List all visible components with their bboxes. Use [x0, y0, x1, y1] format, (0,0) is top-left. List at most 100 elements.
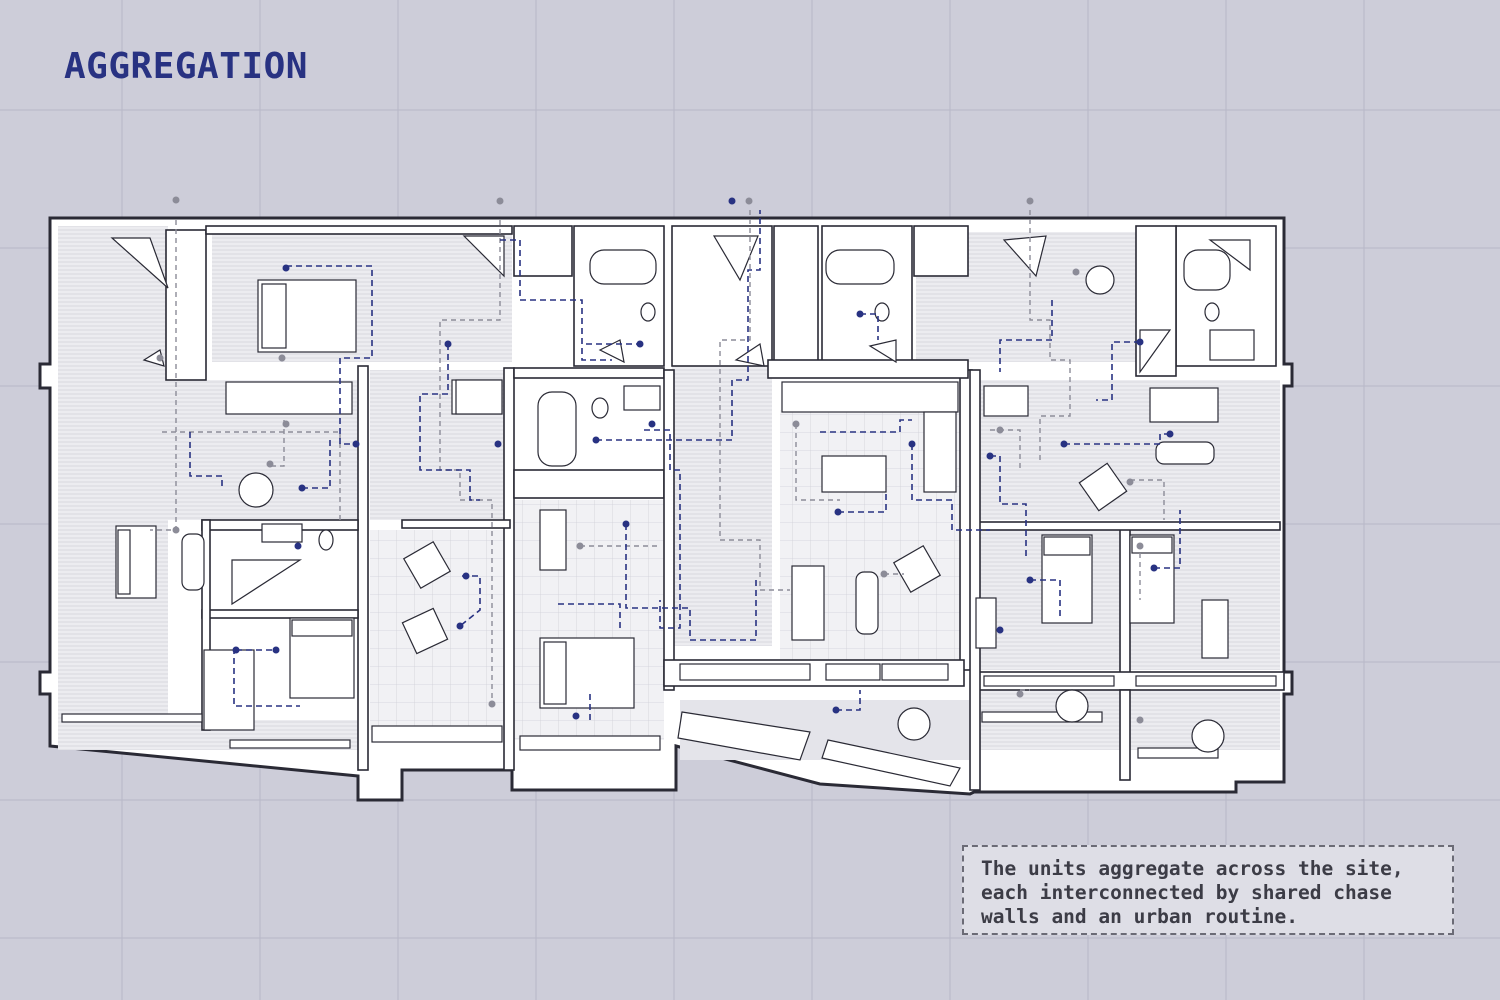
node-dot — [745, 197, 753, 205]
node-dot — [834, 508, 842, 516]
round-table — [1191, 719, 1225, 753]
node-dot — [172, 196, 180, 204]
door — [462, 235, 505, 278]
door — [1139, 329, 1172, 374]
armchair — [892, 544, 942, 594]
node-dot — [272, 646, 280, 654]
node-dot — [232, 646, 240, 654]
node-dot — [1136, 542, 1144, 550]
node-dot — [496, 197, 504, 205]
node-dot — [282, 420, 290, 428]
node-dot — [576, 542, 584, 550]
toilet — [1204, 302, 1220, 322]
toilet — [318, 529, 334, 551]
bathtub — [1183, 249, 1231, 291]
bed — [1041, 534, 1093, 624]
round-table — [897, 707, 931, 741]
armchair — [1078, 462, 1128, 512]
node-dot — [996, 626, 1004, 634]
sofa — [1149, 387, 1219, 423]
round-table — [1085, 265, 1115, 295]
sofa — [791, 565, 825, 641]
toilet — [591, 397, 609, 419]
armchair — [402, 540, 452, 590]
node-dot — [1150, 564, 1158, 572]
node-dot — [494, 440, 502, 448]
caption-line: each interconnected by shared chase — [981, 881, 1392, 904]
node-dot — [880, 570, 888, 578]
node-dot — [832, 706, 840, 714]
node-dot — [172, 526, 180, 534]
caption-box: The units aggregate across the site, eac… — [962, 845, 1454, 935]
node-dot — [298, 484, 306, 492]
node-dot — [278, 354, 286, 362]
round-table — [1055, 689, 1089, 723]
routine-paths-blue — [189, 210, 1181, 720]
node-dot — [996, 426, 1004, 434]
bathtub — [537, 391, 577, 467]
node-dot — [156, 354, 164, 362]
node-dot — [1016, 690, 1024, 698]
node-dot — [1026, 576, 1034, 584]
node-dot — [266, 460, 274, 468]
node-dot — [488, 700, 496, 708]
coffee-table — [855, 571, 879, 635]
round-table — [238, 472, 274, 508]
sink — [623, 385, 661, 411]
node-dot — [636, 340, 644, 348]
door — [231, 559, 303, 606]
door — [598, 339, 625, 364]
node-dot — [1126, 478, 1134, 486]
node-dot — [456, 622, 464, 630]
node-dot — [1060, 440, 1068, 448]
node-dot — [1026, 197, 1034, 205]
toilet — [874, 302, 890, 322]
node-dot — [856, 310, 864, 318]
caption-line: The units aggregate across the site, — [981, 857, 1404, 880]
armchair — [401, 607, 449, 655]
node-dot — [908, 440, 916, 448]
wardrobe — [455, 379, 503, 415]
node-dot — [648, 420, 656, 428]
coffee-table — [1155, 441, 1215, 465]
sink — [1209, 329, 1255, 361]
node-dot — [622, 520, 630, 528]
dining-table — [821, 455, 887, 493]
node-dot — [592, 436, 600, 444]
door — [1208, 239, 1251, 272]
door — [868, 339, 897, 364]
bed — [257, 279, 357, 353]
node-dot — [728, 197, 736, 205]
door — [110, 237, 169, 289]
node-dot — [294, 542, 302, 550]
node-dot — [1136, 338, 1144, 346]
bed — [289, 617, 355, 699]
node-dot — [462, 572, 470, 580]
node-dot — [572, 712, 580, 720]
node-dot — [792, 420, 800, 428]
armchair — [1002, 235, 1047, 278]
node-dot — [986, 452, 994, 460]
bathtub — [589, 249, 657, 285]
page-title: AGGREGATION — [64, 46, 308, 87]
coffee-table — [181, 533, 205, 591]
node-dot — [1136, 716, 1144, 724]
node-dot — [1166, 430, 1174, 438]
node-dot — [352, 440, 360, 448]
furniture — [110, 235, 1255, 753]
door — [712, 235, 759, 282]
bed — [539, 637, 635, 709]
bed — [1129, 534, 1175, 624]
route-nodes — [156, 196, 1174, 724]
toilet — [640, 302, 656, 322]
wardrobe — [203, 649, 255, 731]
node-dot — [282, 264, 290, 272]
sink — [261, 523, 303, 543]
sofa — [115, 525, 157, 599]
node-dot — [444, 340, 452, 348]
node-dot — [1072, 268, 1080, 276]
caption-line: walls and an urban routine. — [981, 905, 1298, 928]
bathtub — [825, 249, 895, 285]
